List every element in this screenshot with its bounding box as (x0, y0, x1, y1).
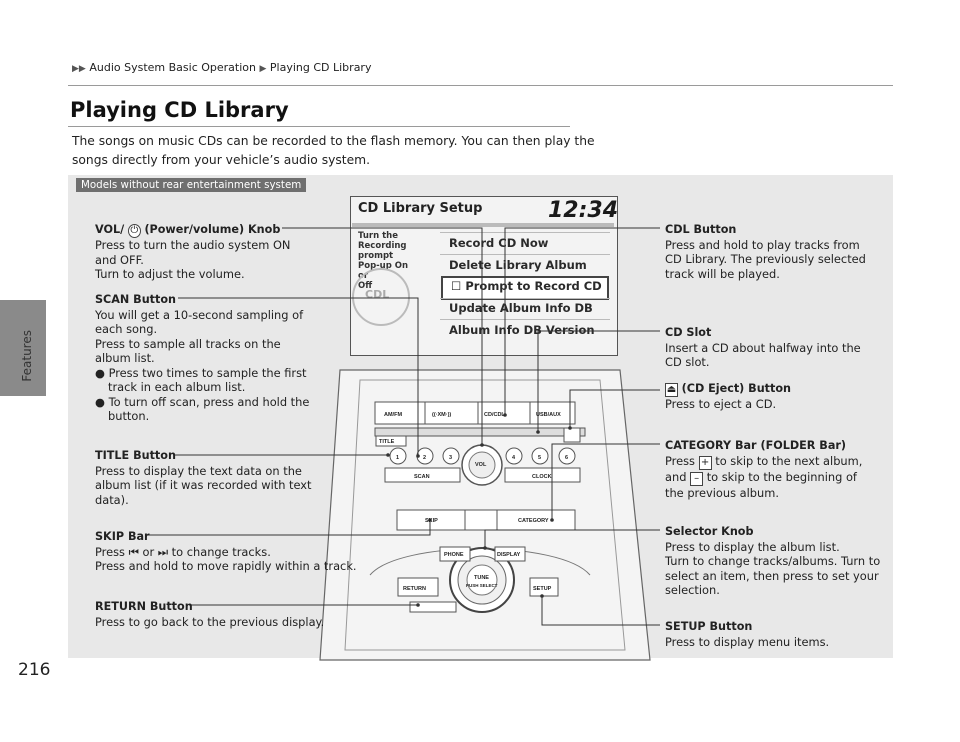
models-tag: Models without rear entertainment system (76, 178, 307, 192)
bullet-icon: ● (95, 365, 105, 380)
section-tab (0, 300, 46, 396)
menu-item-prompt[interactable]: ☐ Prompt to Record CD (451, 279, 602, 293)
preset-label: 6 (565, 455, 568, 461)
console-phone-label: PHONE (444, 552, 464, 558)
menu-divider (440, 298, 610, 299)
breadcrumb-arrow-icon: ▶ (259, 64, 267, 74)
preset-label: 1 (396, 455, 399, 461)
console-title-label: TITLE (379, 439, 395, 445)
preset-label: 4 (512, 455, 516, 461)
console-category-label: CATEGORY (518, 518, 549, 524)
console-setup-label: SETUP (533, 586, 552, 592)
console-usb-label: USB/AUX (536, 412, 561, 418)
callout-skip: SKIP Bar Press ⏮ or ⏭ to change tracks. … (95, 530, 357, 573)
breadcrumb-item[interactable]: Playing CD Library (269, 61, 372, 74)
breadcrumb-arrow-icon: ▶▶ (72, 64, 86, 74)
page-title: Playing CD Library (70, 98, 289, 122)
console-cd-cdl-label: CD/CDL (484, 412, 505, 418)
console-push-select-label: PUSH SELECT (466, 583, 498, 588)
header-rule (68, 85, 893, 86)
console-clock-label: CLOCK (532, 474, 552, 480)
menu-item-version[interactable]: Album Info DB Version (449, 323, 595, 337)
callout-category: CATEGORY Bar (FOLDER Bar) Press + to ski… (665, 439, 863, 500)
menu-divider (440, 232, 610, 233)
title-underline (68, 126, 570, 127)
console-am-fm-label: AM/FM (384, 412, 402, 418)
console-tune-label: TUNE (474, 575, 489, 581)
screen-title: CD Library Setup (358, 201, 483, 216)
skip-back-icon: ⏮ (128, 544, 139, 559)
menu-item-delete[interactable]: Delete Library Album (449, 258, 587, 272)
plus-icon: + (698, 455, 712, 470)
callout-vol: VOL/ ⏻ (Power/volume) Knob Press to turn… (95, 223, 291, 281)
callout-scan: SCAN Button You will get a 10-second sam… (95, 293, 310, 423)
page-number: 216 (18, 660, 51, 680)
menu-item-update[interactable]: Update Album Info DB (449, 301, 593, 315)
callout-return: RETURN Button Press to go back to the pr… (95, 600, 325, 629)
console-display-label: DISPLAY (497, 552, 521, 558)
console-return-label: RETURN (403, 586, 426, 592)
menu-item-record[interactable]: Record CD Now (449, 236, 549, 250)
callout-cdl: CDL Button Press and hold to play tracks… (665, 223, 866, 281)
intro-paragraph: The songs on music CDs can be recorded t… (72, 134, 595, 167)
callout-cd-slot: CD Slot Insert a CD about halfway into t… (665, 326, 861, 369)
menu-divider (440, 254, 610, 255)
skip-forward-icon: ⏭ (157, 544, 169, 559)
preset-label: 5 (538, 455, 541, 461)
preset-label: 3 (449, 455, 452, 461)
console-scan-label: SCAN (414, 474, 430, 480)
screen-divider (352, 223, 614, 227)
console-skip-label: SKIP (425, 518, 438, 524)
screen-clock: 12:34 (548, 198, 619, 223)
callout-eject: ⏏ (CD Eject) Button Press to eject a CD. (665, 382, 792, 411)
menu-selection-highlight (441, 276, 609, 300)
breadcrumb: ▶▶ Audio System Basic Operation ▶ Playin… (72, 61, 371, 74)
minus-icon: – (690, 471, 704, 486)
eject-icon: ⏏ (665, 383, 678, 397)
cdl-logo-icon (352, 268, 410, 326)
breadcrumb-item[interactable]: Audio System Basic Operation (89, 61, 256, 74)
callout-setup: SETUP Button Press to display menu items… (665, 620, 830, 649)
menu-divider (440, 319, 610, 320)
callout-title: TITLE Button Press to display the text d… (95, 449, 312, 507)
checkbox-icon: ☐ (451, 279, 462, 293)
bullet-icon: ● (95, 394, 105, 409)
console-vol-label: VOL (475, 462, 487, 468)
preset-label: 2 (423, 455, 426, 461)
callout-selector: Selector Knob Press to display the album… (665, 525, 881, 597)
power-icon: ⏻ (127, 224, 141, 238)
console-xm-label: ((·XM·)) (432, 412, 451, 418)
